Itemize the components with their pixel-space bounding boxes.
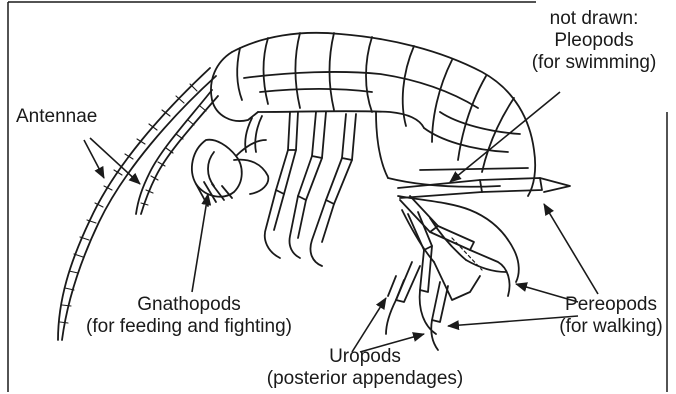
arrow-pereopods-1 (544, 204, 598, 294)
arrow-gnathopods (192, 194, 208, 292)
gnathopods-name: Gnathopods (70, 294, 308, 316)
body-ventral (258, 111, 424, 128)
coxal-plates (376, 112, 528, 187)
pereopods (265, 112, 570, 334)
label-pereopods: Pereopods (for walking) (550, 294, 672, 338)
pereopods-function: (for walking) (550, 316, 672, 338)
arrow-uropods-1 (352, 298, 386, 352)
label-uropods: Uropods (posterior appendages) (258, 346, 472, 390)
antenna-short (136, 90, 218, 214)
thoracic-segments (237, 33, 514, 172)
body-outline (232, 33, 535, 196)
uropods-name: Uropods (258, 346, 472, 368)
pleopods-name: Pleopods (520, 30, 668, 52)
arrow-antennae-1 (84, 140, 104, 178)
head (211, 52, 258, 121)
pereopods-name: Pereopods (550, 294, 672, 316)
gnathopods-function: (for feeding and fighting) (70, 316, 308, 338)
label-antennae: Antennae (16, 106, 97, 128)
label-pleopods: not drawn: Pleopods (for swimming) (520, 8, 668, 74)
uropods-drawing (386, 262, 448, 350)
pleopods-note: not drawn: (520, 8, 668, 30)
antennae-text: Antennae (16, 106, 97, 128)
gnathopods (192, 116, 268, 206)
uropods-function: (posterior appendages) (258, 368, 472, 390)
urosome (398, 196, 519, 300)
pleopods-function: (for swimming) (520, 52, 668, 74)
label-gnathopods: Gnathopods (for feeding and fighting) (70, 294, 308, 338)
